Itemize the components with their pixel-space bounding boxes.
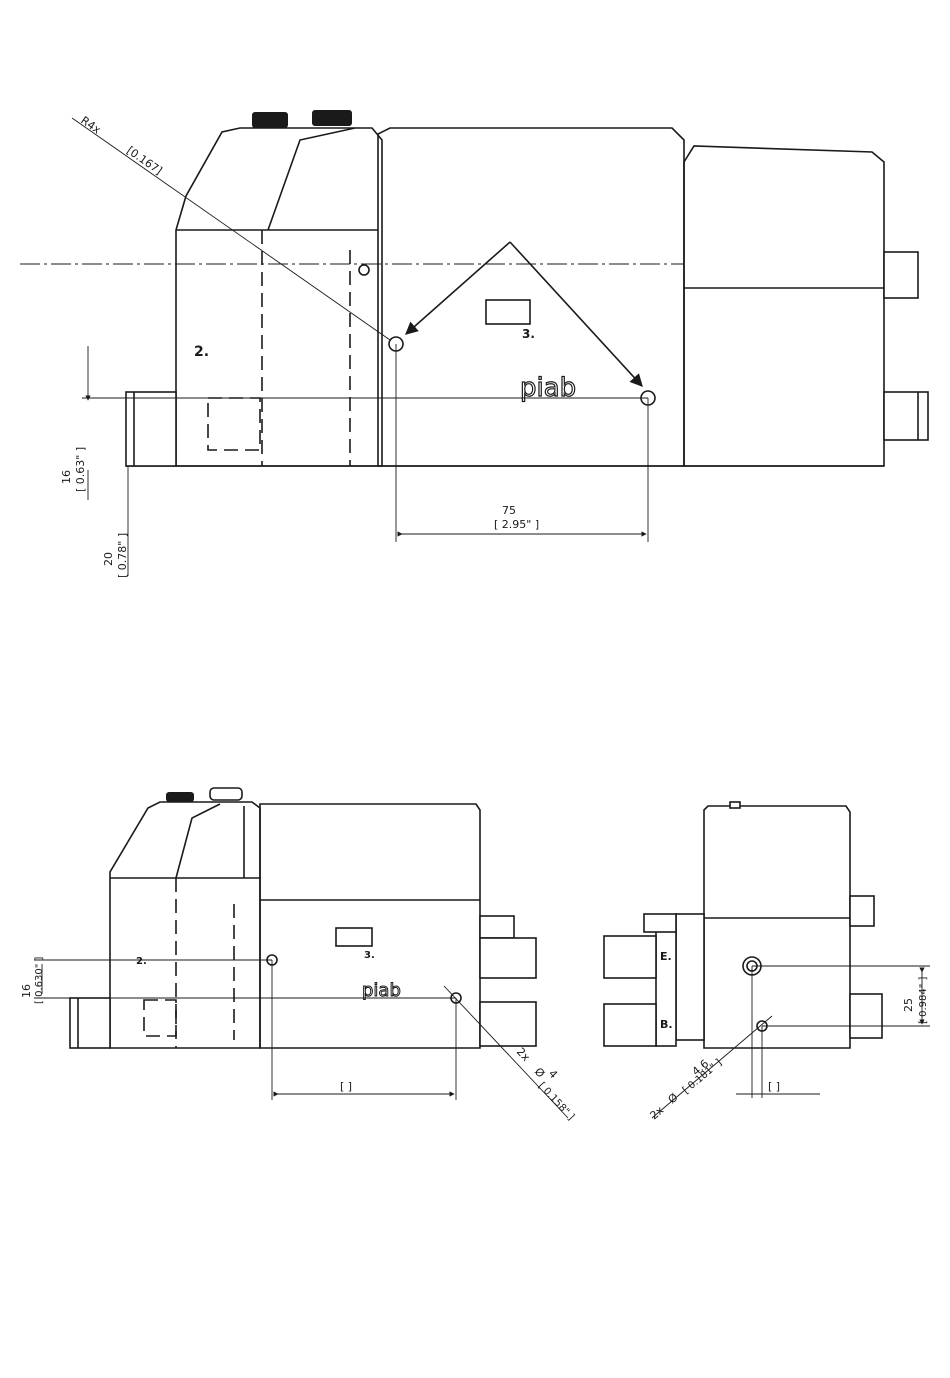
side-view-fitting-right (850, 994, 882, 1038)
hole-symbol: Ø (532, 1065, 548, 1080)
top-view-port3-label: 3. (522, 327, 535, 341)
top-view-body-left (176, 128, 382, 466)
front-view-body-right (260, 804, 480, 1048)
top-view-right-fitting-lower (884, 392, 928, 440)
top-view-body-right (684, 146, 884, 466)
dim-bracket: [ ] (340, 1080, 352, 1093)
knob-icon (312, 110, 352, 126)
top-view-hidden-port (208, 398, 260, 450)
dim-20: 20 (102, 552, 115, 566)
front-view-port3-label: 3. (364, 950, 375, 961)
brand-logo: piab (520, 373, 576, 403)
side-view-portE-label: E. (660, 950, 672, 963)
dim-16-in: [ 0.630" ] (34, 957, 45, 1004)
side-view-fitting-left-upper (604, 936, 656, 978)
front-view-right-fitting (480, 916, 514, 938)
dim-16: 16 (20, 984, 33, 998)
side-view-connector (850, 896, 874, 926)
front-view-body-left (110, 802, 260, 1048)
top-view-right-fitting-upper (884, 252, 918, 298)
front-view-hidden-port (144, 1000, 176, 1036)
hole-dia-in: [ 0.158" ] (536, 1081, 576, 1123)
knob-icon (166, 792, 194, 802)
front-view-right-fitting (480, 938, 536, 978)
angled-dim-text: [0.167] (124, 144, 164, 178)
top-view-screw (359, 265, 369, 275)
angled-dim-text: R4x (78, 114, 103, 137)
side-view-fitting-left-lower (604, 1004, 656, 1046)
top-view-label-window (486, 300, 530, 324)
side-view-portB-label: B. (660, 1018, 673, 1031)
top-view-body-middle (378, 128, 684, 466)
front-view-right-fitting (480, 1002, 536, 1046)
hole-count: 2x (514, 1045, 533, 1064)
side-view-top-nub (730, 802, 740, 808)
front-view-port2-label: 2. (136, 956, 147, 967)
front-view-left-fitting (70, 998, 110, 1048)
front-view: 3. 2. piab 16 [ 0.630" ] [ ] 2x Ø 4 [ 0.… (20, 788, 576, 1123)
side-view-flange (676, 914, 704, 1040)
top-view-chamfer (268, 128, 355, 230)
dim-75-in: [ 2.95" ] (494, 518, 539, 531)
top-view: 3. 2. piab R4x [0.167] 16 [ 0.63" ] 20 [… (20, 110, 928, 578)
top-view-port2-label: 2. (194, 344, 209, 360)
dim-16-in: [ 0.63" ] (74, 447, 87, 492)
knob-icon (252, 112, 288, 128)
front-view-chamfer (176, 804, 220, 878)
hole-count: 2x (648, 1103, 667, 1122)
knob-icon (210, 788, 242, 800)
dim-75: 75 (502, 504, 516, 517)
dim-16: 16 (60, 470, 73, 484)
hole-dia: 4 (546, 1067, 560, 1081)
side-view: E. B. 25 [ 0.984" ] [ ] 2x Ø 4.6 [ 0.181… (604, 802, 930, 1122)
dim-25: 25 (902, 998, 915, 1012)
dim-25-in: [ 0.984" ] (918, 977, 929, 1024)
dim-bracket: [ ] (768, 1080, 780, 1093)
callout-arrow (406, 242, 510, 334)
dim-20-in: [ 0.78" ] (116, 533, 129, 578)
side-view-fitting (644, 914, 676, 932)
front-view-label-window (336, 928, 372, 946)
side-view-body (704, 806, 850, 1048)
angled-leader (72, 118, 390, 340)
